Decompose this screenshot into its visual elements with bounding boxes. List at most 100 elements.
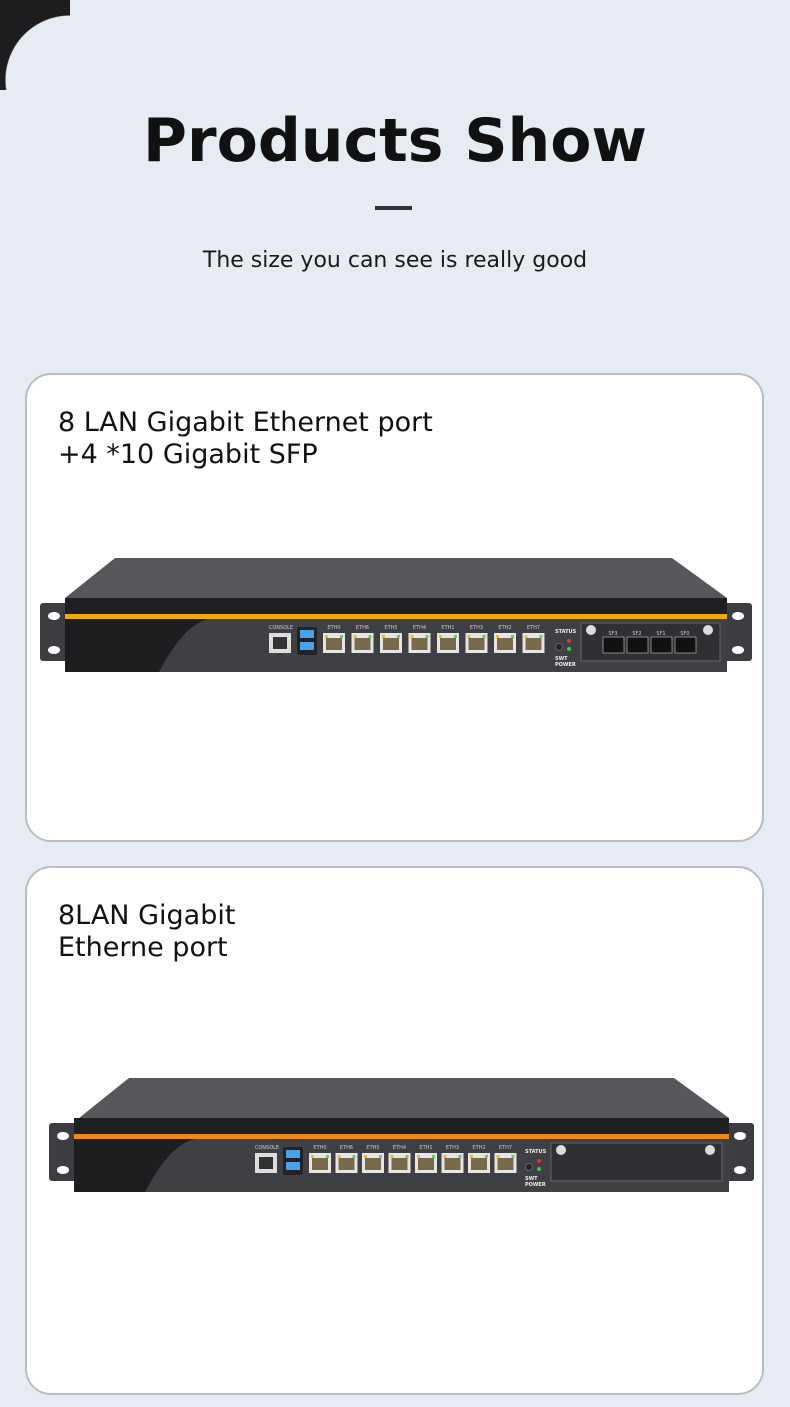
power-label: POWER xyxy=(555,662,576,668)
link-led xyxy=(524,635,528,638)
eth-port-socket xyxy=(471,1158,487,1170)
eth-port-socket xyxy=(326,638,342,650)
title-line: +4 *10 Gigabit SFP xyxy=(58,439,318,470)
link-led xyxy=(390,1155,394,1158)
swt-label: SWT xyxy=(555,656,568,662)
eth-port-socket xyxy=(391,1158,408,1170)
front-bezel xyxy=(74,1118,729,1134)
sfp-port-label: SF1 xyxy=(656,631,665,637)
mount-hole xyxy=(734,1166,746,1174)
eth-port-label: ETH1 xyxy=(419,1145,432,1151)
eth-port-socket xyxy=(525,638,542,650)
link-led xyxy=(382,635,385,638)
product-title: 8LAN Gigabit Etherne port xyxy=(58,900,235,964)
link-led xyxy=(364,1155,367,1158)
sfp-port xyxy=(626,636,649,654)
mount-hole xyxy=(48,646,60,654)
mount-hole xyxy=(48,612,60,620)
accent-stripe xyxy=(74,1134,729,1139)
title-divider xyxy=(375,206,412,210)
title-line: 8 LAN Gigabit Ethernet port xyxy=(58,407,433,438)
mount-hole xyxy=(57,1132,69,1140)
activity-led xyxy=(368,635,372,638)
rack-ear xyxy=(40,603,68,661)
page-subtitle: The size you can see is really good xyxy=(202,248,588,273)
usb-port xyxy=(286,1162,300,1170)
eth-port-label: ETH0 xyxy=(313,1145,326,1151)
front-shade xyxy=(74,1139,195,1192)
activity-led xyxy=(511,635,514,638)
eth-port-label: ETH7 xyxy=(527,625,540,631)
rack-ear xyxy=(49,1123,77,1181)
eth-port-socket xyxy=(418,1158,434,1170)
status-led xyxy=(567,639,571,643)
activity-led xyxy=(454,635,457,638)
activity-led xyxy=(340,635,343,638)
status-label: STATUS xyxy=(525,1149,547,1155)
console-label: CONSOLE xyxy=(269,625,293,631)
eth-port-label: ETH3 xyxy=(446,1145,459,1151)
link-led xyxy=(496,1155,500,1158)
title-line: Etherne port xyxy=(58,932,228,963)
chassis-top xyxy=(79,1078,729,1118)
activity-led xyxy=(405,1155,409,1158)
activity-led xyxy=(539,635,543,638)
status-led xyxy=(537,1159,541,1163)
accent-stripe xyxy=(65,614,727,619)
eth-port-label: ETH4 xyxy=(393,1145,406,1151)
thumb-screw xyxy=(703,625,713,635)
activity-led xyxy=(379,1155,382,1158)
title-line: 8LAN Gigabit xyxy=(58,900,236,931)
eth-port-label: ETH2 xyxy=(472,1145,485,1151)
power-button xyxy=(525,1163,533,1171)
link-led xyxy=(353,635,357,638)
eth-port-label: ETH5 xyxy=(366,1145,379,1151)
sfp-port-label: SF2 xyxy=(632,631,641,637)
sfp-port xyxy=(674,636,697,654)
eth-port-label: ETH6 xyxy=(340,1145,353,1151)
activity-led xyxy=(458,1155,462,1158)
rack-ear xyxy=(726,1123,754,1181)
eth-port-socket xyxy=(338,1158,355,1170)
activity-led xyxy=(352,1155,356,1158)
eth-port-label: ETH7 xyxy=(499,1145,512,1151)
link-led xyxy=(325,635,328,638)
rack-ear xyxy=(724,603,752,661)
console-port-socket xyxy=(273,637,287,649)
eth-port-socket xyxy=(383,638,399,650)
page-title: Products Show xyxy=(143,106,647,176)
console-port-socket xyxy=(259,1157,273,1169)
power-label: POWER xyxy=(525,1182,546,1188)
mount-hole xyxy=(57,1166,69,1174)
usb-port xyxy=(300,630,314,638)
thumb-screw xyxy=(556,1145,566,1155)
link-led xyxy=(467,635,471,638)
eth-port-label: ETH4 xyxy=(413,625,426,631)
eth-port-socket xyxy=(312,1158,328,1170)
activity-led xyxy=(485,1155,488,1158)
activity-led xyxy=(397,635,400,638)
eth-port-socket xyxy=(468,638,485,650)
usb-port xyxy=(286,1150,300,1158)
link-led xyxy=(496,635,499,638)
sfp-port xyxy=(602,636,625,654)
corner-decoration xyxy=(0,0,70,90)
front-bezel xyxy=(65,598,727,614)
power-led xyxy=(537,1167,541,1171)
eth-port-socket xyxy=(354,638,371,650)
swt-label: SWT xyxy=(525,1176,538,1182)
eth-port-label: ETH3 xyxy=(470,625,483,631)
link-led xyxy=(439,635,442,638)
activity-led xyxy=(326,1155,329,1158)
product-title: 8 LAN Gigabit Ethernet port +4 *10 Gigab… xyxy=(58,407,433,471)
mount-hole xyxy=(734,1132,746,1140)
eth-port-socket xyxy=(365,1158,381,1170)
eth-port-label: ETH0 xyxy=(327,625,340,631)
eth-port-label: ETH1 xyxy=(441,625,454,631)
eth-port-label: ETH6 xyxy=(356,625,369,631)
console-label: CONSOLE xyxy=(255,1145,279,1151)
sfp-port xyxy=(650,636,673,654)
eth-port-socket xyxy=(440,638,456,650)
expansion-module xyxy=(550,1142,723,1182)
